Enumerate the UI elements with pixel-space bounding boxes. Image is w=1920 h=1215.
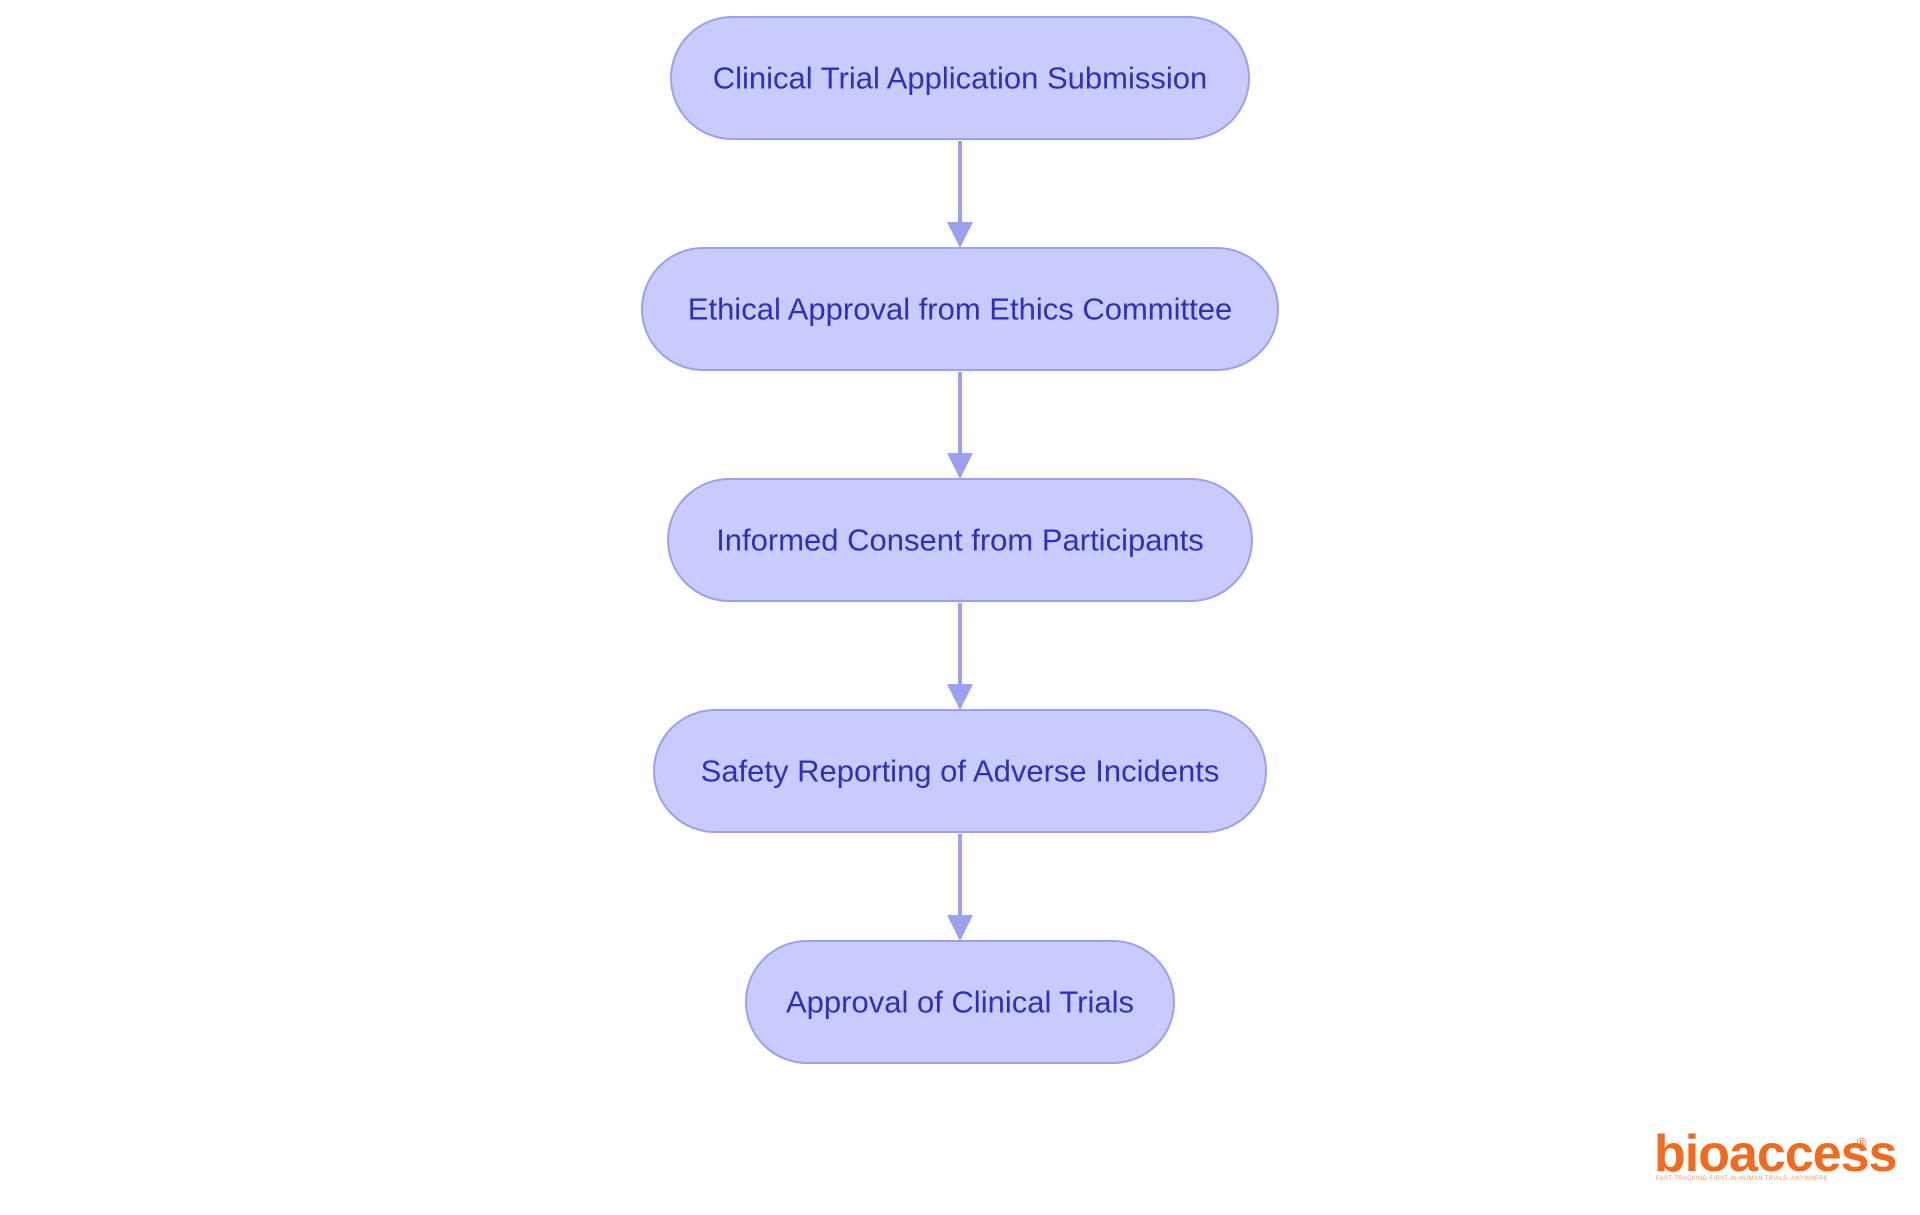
flow-node-ethical-approval: Ethical Approval from Ethics Committee bbox=[641, 247, 1279, 371]
nodes-layer: Clinical Trial Application Submission Et… bbox=[641, 16, 1279, 1064]
logo-tagline: FAST-TRACKING FIRST-IN-HUMAN TRIALS, ANY… bbox=[1656, 1176, 1828, 1182]
node-label: Safety Reporting of Adverse Incidents bbox=[701, 754, 1220, 789]
edge-n4-n5 bbox=[947, 834, 973, 941]
flow-node-safety-reporting: Safety Reporting of Adverse Incidents bbox=[653, 709, 1267, 833]
registered-mark-icon: ® bbox=[1857, 1135, 1867, 1150]
node-label: Ethical Approval from Ethics Committee bbox=[688, 292, 1232, 327]
edge-n1-n2 bbox=[947, 141, 973, 248]
node-label: Approval of Clinical Trials bbox=[786, 985, 1134, 1020]
edges-layer bbox=[947, 141, 973, 941]
flow-node-application-submission: Clinical Trial Application Submission bbox=[670, 16, 1250, 140]
node-label: Informed Consent from Participants bbox=[716, 523, 1204, 558]
logo-wordmark: bioaccess bbox=[1654, 1125, 1897, 1183]
edge-n3-n4 bbox=[947, 603, 973, 710]
edge-n2-n3 bbox=[947, 372, 973, 479]
bioaccess-logo: bioaccess ® FAST-TRACKING FIRST-IN-HUMAN… bbox=[1654, 1125, 1898, 1183]
flow-node-informed-consent: Informed Consent from Participants bbox=[667, 478, 1253, 602]
flow-node-trial-approval: Approval of Clinical Trials bbox=[745, 940, 1175, 1064]
node-label: Clinical Trial Application Submission bbox=[713, 61, 1208, 96]
